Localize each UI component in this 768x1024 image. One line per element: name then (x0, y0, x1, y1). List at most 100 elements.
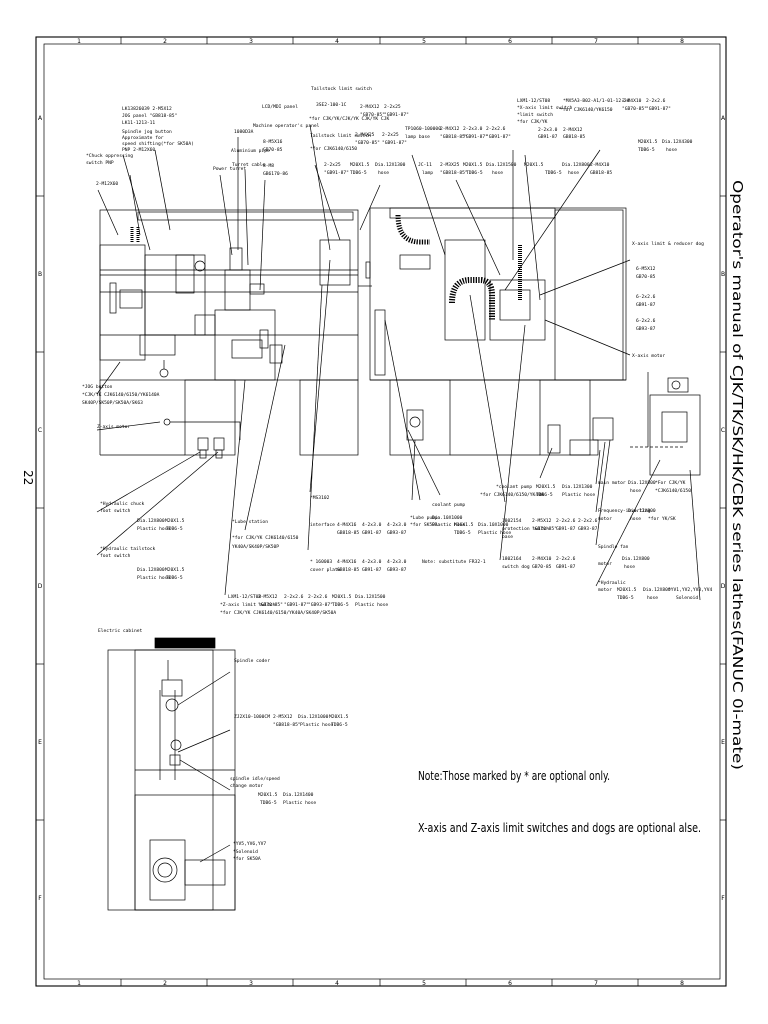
col-label-6: 6 (508, 38, 512, 45)
label-hydtail-1: *Hydraulic tailstock (100, 546, 156, 552)
row-label-b-right: B (721, 271, 725, 278)
label-tailstock2-5: Dia.12X1300 (375, 162, 406, 168)
label-tailstock-5: *for CJK6140/6150 (310, 146, 357, 152)
label-hydchuck-5: M20X1.5 (165, 518, 185, 524)
label-lcd-5: 8-M8 (263, 163, 274, 169)
label-jog-2: *CJK/YK CJK6140/6150/YK6140A (82, 392, 160, 398)
label-light-1: 1080D3A (234, 129, 254, 135)
row-label-e: E (38, 739, 42, 746)
label-ms2-5: 4-2x3.0 (362, 559, 382, 565)
label-tailstock-r8: "GB91-87" (382, 140, 407, 146)
label-lubepump-3: Dia.10X1000 (432, 515, 463, 521)
row-label-e-right: E (721, 739, 725, 746)
label-coder-2: 2-M5X12 (273, 714, 293, 720)
label-lx-r6: "GB93-87" (308, 602, 333, 608)
label-lamp-r2: "GB818-85" (440, 134, 468, 140)
foot-switches-drawing (163, 418, 241, 459)
label-protsw-r6: GB93-87 (578, 526, 598, 532)
lathe-machine-outline (99, 207, 627, 456)
label-lubepump-5: Note: substitute FR32-1 (422, 559, 486, 565)
label-coolant2-2: *for CJK6140/6150/YK40A (480, 492, 544, 498)
label-limitsw-7: 2-M4X12 (563, 127, 583, 133)
label-hydmotor-4: TDB6-5 (617, 595, 634, 601)
row-label-d-right: D (721, 583, 726, 590)
label-hydmotor-8: Solenoid (676, 595, 698, 601)
row-label-b: B (38, 271, 42, 278)
label-lamp-r9: M20X1.5 (463, 162, 483, 168)
labels-top-left: LK13826039 2-M5X12 JOG panel "GB818-85" … (86, 104, 320, 187)
label-spindle-coder: Spindle coder (234, 658, 270, 664)
label-msg-4: "GB70-85" (622, 106, 647, 112)
label-jog-1: *JOG button (82, 384, 113, 390)
label-idle-3: M20X1.5 (258, 792, 278, 798)
label-fan-3: Dia.12X800 (622, 556, 650, 562)
label-freq-4: hose (630, 516, 641, 522)
label-coolant2-5: Dia.12X1300 (562, 484, 593, 490)
label-hydmotor-7: *YV1,YV2,YV3,YV4 (668, 587, 712, 593)
label-coder-7: TDB6-5 (331, 722, 348, 728)
col-label-5: 5 (422, 38, 426, 45)
label-tailstock-r6: "GB70-85" (355, 140, 380, 146)
label-lamp-2: lamp base (405, 134, 430, 140)
label-xdog-3: GB70-85 (636, 274, 656, 280)
label-limitsw-1: LXM1-12/ST08 (517, 98, 550, 104)
label-limitsw-r2: TDB6-5 (545, 170, 562, 176)
label-mainmotor-4: *For CJK/YK (655, 480, 686, 486)
label-lk-2: JOG panel "GB818-85" (122, 113, 177, 119)
label-power-turret: Power turret (213, 166, 246, 172)
label-tailstock2-1: 2-2x25 (324, 162, 341, 168)
col-label-4-bottom: 4 (335, 980, 339, 987)
col-label-3-bottom: 3 (249, 980, 253, 987)
label-solenoid-3: *for SK50A (233, 856, 261, 862)
row-label-d: D (38, 583, 43, 590)
label-fan-4: hose (624, 564, 635, 570)
label-xdog-7: GB93-87 (636, 326, 656, 332)
label-protsw-r2: "GB70-85" (532, 526, 557, 532)
label-coolant2-3: M20X1.5 (536, 484, 556, 490)
label-lx-r10: Plastic hose (355, 602, 388, 608)
label-coder-6: M20X1.5 (329, 714, 349, 720)
label-coolant-4: Dia.10X1000 (478, 522, 509, 528)
label-ms2-2: cover plate (310, 567, 341, 573)
col-label-8: 8 (680, 38, 684, 45)
label-coolant-3: TDB6-5 (454, 530, 471, 536)
label-chuck-2: switch PNP (86, 160, 114, 166)
label-msg-5: 2-2x2.6 (646, 98, 666, 104)
label-lx-r1: 2-M5X12 (258, 594, 278, 600)
electric-cabinet-drawing (107, 637, 236, 911)
label-ms-6: GB91-87 (362, 530, 382, 536)
label-hydtail-6: TDB6-5 (166, 575, 183, 581)
label-lcd-2: Machine operator's panel (253, 123, 320, 129)
label-limitsw-2: *X-axis limit switch (517, 105, 573, 111)
label-protsw-5: switch dog (502, 564, 530, 570)
label-msg-1: *MX5A3-B02-A1/1-01-12-24 (563, 98, 630, 104)
label-hydchuck-1: *Hydraulic chuck (100, 501, 144, 507)
label-mainmotor-5: *CJK6140/6150 (655, 488, 691, 494)
label-coolant-2: M16X1.5 (454, 522, 474, 528)
label-ms2-4: GB818-85 (337, 567, 359, 573)
label-tailstock-4: Tailstock limit switch (310, 133, 371, 139)
label-lx-r5: 2-2x2.6 (308, 594, 328, 600)
label-tailstock-r5: 2-M4X25 (355, 132, 375, 138)
labels-top-right: LXM1-12/ST08 *X-axis limit switch *limit… (517, 98, 704, 359)
label-limitsw-r1: M20X1.5 (524, 162, 544, 168)
label-lcd-6: GB6170-86 (263, 171, 288, 177)
label-lamp-r1: 2-M4X12 (440, 126, 460, 132)
label-lamp-4: lamp (422, 170, 433, 176)
label-xdog-6: 6-2x2.6 (636, 318, 656, 324)
label-tailstock-r4: "GB91-87" (384, 112, 409, 118)
col-label-4: 4 (335, 38, 339, 45)
label-protsw-r4: GB91-87 (556, 526, 576, 532)
cable-drag-chain (130, 214, 522, 320)
label-lk-3: LK11-1213-11 (122, 120, 155, 126)
label-fan-1: Spindle fan (598, 544, 629, 550)
label-hydchuck-6: TDB6-5 (166, 526, 183, 532)
label-lamp-r3: 2-2x3.0 (463, 126, 483, 132)
label-xdog-1: X-axis limit & reducer dog (632, 241, 704, 247)
label-xdog-2: 6-M5X12 (636, 266, 656, 272)
label-solenoid-2: *Solenoid (233, 849, 258, 855)
label-tailstock2-2: "GB91-87" (324, 170, 349, 176)
label-tailstock-r2: "GB70-85" (360, 112, 385, 118)
label-idle-4: TDB6-5 (260, 800, 277, 806)
note-optional: Note:Those marked by * are optional only… (418, 768, 610, 783)
